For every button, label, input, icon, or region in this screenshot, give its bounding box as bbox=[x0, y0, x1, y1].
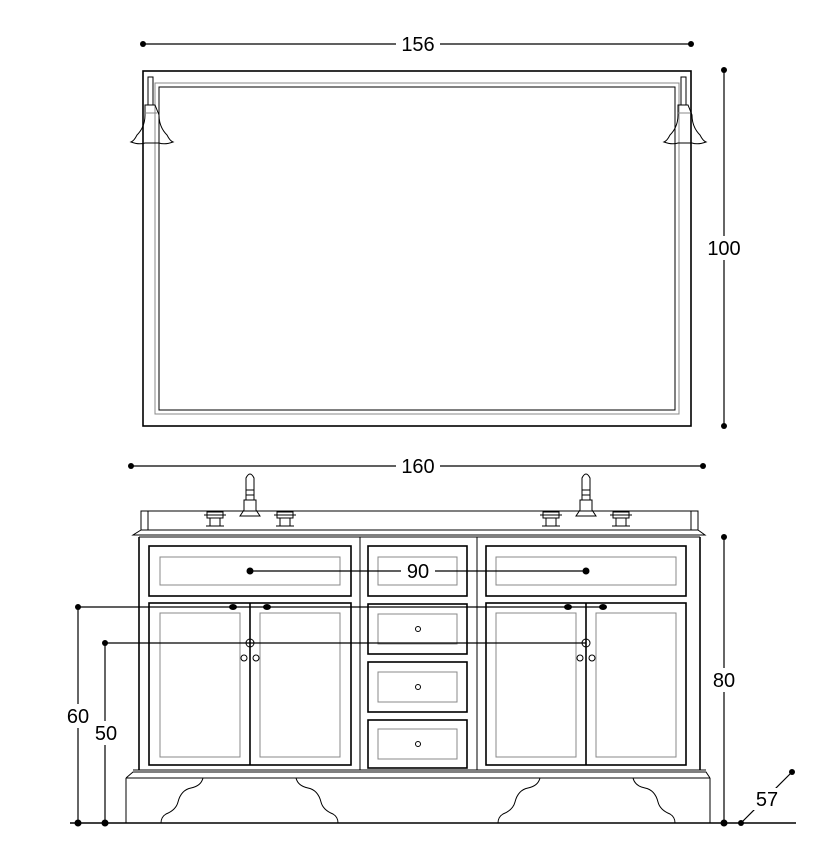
dimension-57: 57 bbox=[738, 769, 795, 826]
faucet-left bbox=[204, 473, 296, 527]
dim-label-80: 80 bbox=[713, 670, 735, 692]
wall-lamp-right bbox=[662, 76, 708, 145]
dim-label-57: 57 bbox=[756, 789, 778, 811]
faucet-right bbox=[540, 473, 632, 527]
dimension-50: 50 bbox=[92, 638, 591, 827]
dimension-160: 160 bbox=[128, 454, 706, 478]
dim-label-160: 160 bbox=[401, 456, 434, 478]
dimension-90: 90 bbox=[246, 559, 590, 583]
dim-label-60: 60 bbox=[67, 706, 89, 728]
countertop bbox=[131, 510, 707, 538]
dim-label-100: 100 bbox=[707, 238, 740, 260]
dim-label-90: 90 bbox=[407, 561, 429, 583]
dim-label-50: 50 bbox=[95, 723, 117, 745]
dimension-60: 60 bbox=[64, 604, 607, 827]
dim-label-156: 156 bbox=[401, 34, 434, 56]
mirror bbox=[142, 70, 692, 427]
dimension-156: 156 bbox=[140, 32, 694, 56]
wall-lamp-left bbox=[129, 76, 175, 145]
dimension-80: 80 bbox=[708, 534, 740, 827]
dimension-100: 100 bbox=[704, 67, 744, 429]
